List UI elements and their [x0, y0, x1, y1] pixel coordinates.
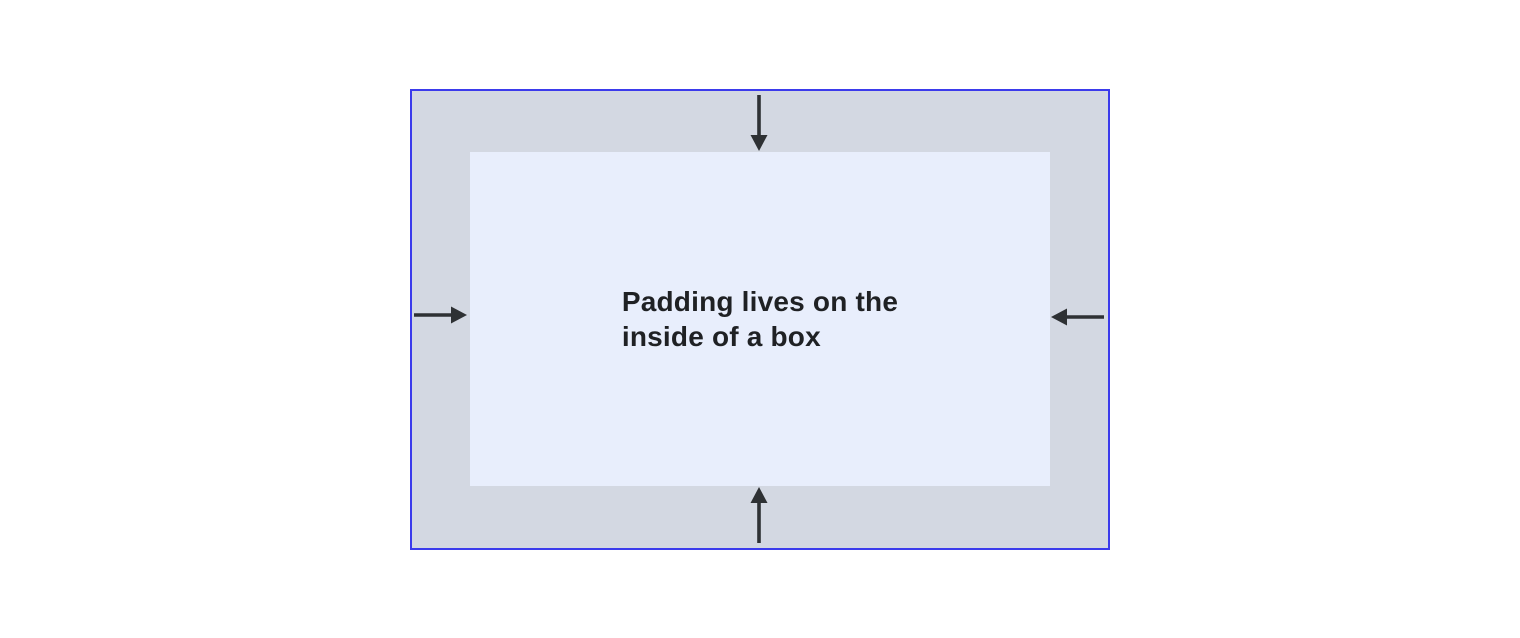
arrow-right-icon — [414, 306, 467, 324]
arrow-down-icon — [750, 95, 768, 151]
content-box: Padding lives on the inside of a box — [470, 152, 1050, 486]
arrow-left-icon — [1051, 308, 1104, 326]
padding-caption-line1: Padding lives on the — [621, 286, 899, 317]
padding-caption: Padding lives on the inside of a box — [622, 284, 898, 354]
arrow-up-icon — [750, 487, 768, 543]
padding-caption-line2: inside of a box — [621, 321, 821, 352]
